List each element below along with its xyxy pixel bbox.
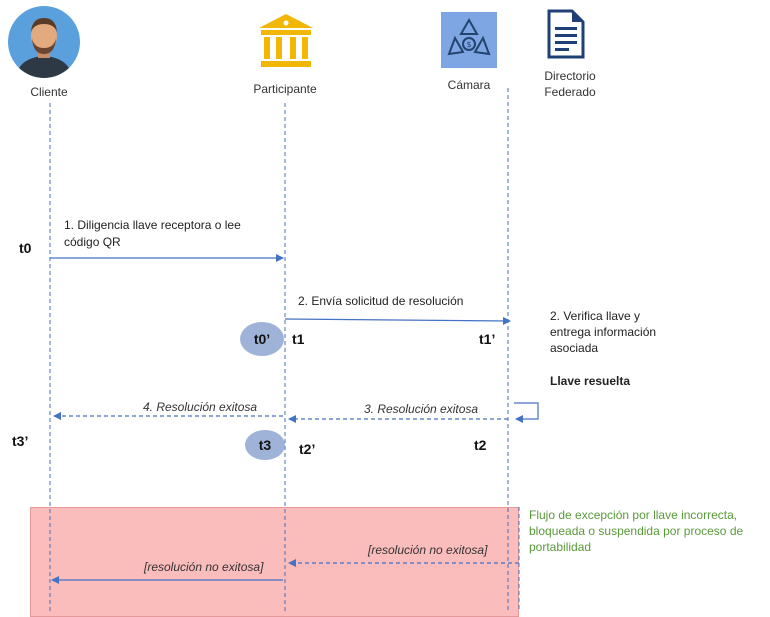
exception-note-line1: Flujo de excepción por llave incorrecta, [529, 508, 738, 522]
note-verifica-line3: asociada [550, 341, 599, 355]
time-t3-bubble: t3 [245, 430, 285, 460]
time-t3-prime: t3’ [12, 433, 29, 449]
actor-directorio-label-1: Directorio [544, 69, 596, 83]
actor-participante-label: Participante [253, 82, 317, 96]
exception-note-line3: portabilidad [529, 540, 592, 554]
time-t2: t2 [474, 437, 487, 453]
time-t1-prime: t1’ [479, 331, 496, 347]
message-1-line1: 1. Diligencia llave receptora o lee [64, 218, 241, 232]
arrow-m2 [284, 316, 511, 325]
exception-note-line2: bloqueada o suspendida por proceso de [529, 524, 744, 538]
note-llave-resuelta: Llave resuelta [550, 374, 631, 388]
time-t0-prime: t0’ [253, 331, 271, 347]
time-t0: t0 [19, 240, 32, 256]
exception-region [30, 507, 519, 617]
time-t2-prime: t2’ [299, 441, 316, 457]
note-verifica-line2: entrega información [550, 325, 657, 339]
time-t0-prime-bubble: t0’ [240, 322, 284, 356]
time-t1: t1 [292, 331, 305, 347]
cliente-avatar-icon [8, 6, 80, 78]
bank-icon [257, 12, 315, 70]
svg-text:$: $ [466, 40, 471, 49]
exception-message-camara: [resolución no exitosa] [368, 543, 488, 557]
note-verifica-line1: 2. Verifica llave y [550, 309, 641, 323]
camara-icon: $ [441, 12, 497, 68]
document-icon [546, 9, 586, 59]
message-4: 4. Resolución exitosa [143, 400, 258, 414]
arrow-self-camara [514, 402, 539, 423]
message-2: 2. Envía solicitud de resolución [298, 294, 464, 308]
actor-camara-label: Cámara [447, 78, 491, 92]
exception-message-participante: [resolución no exitosa] [144, 560, 264, 574]
actor-directorio-label-2: Federado [544, 85, 596, 99]
message-1-line2: código QR [64, 235, 121, 249]
time-t3: t3 [258, 437, 272, 453]
actor-cliente-label: Cliente [30, 85, 68, 99]
message-3: 3. Resolución exitosa [364, 402, 479, 416]
